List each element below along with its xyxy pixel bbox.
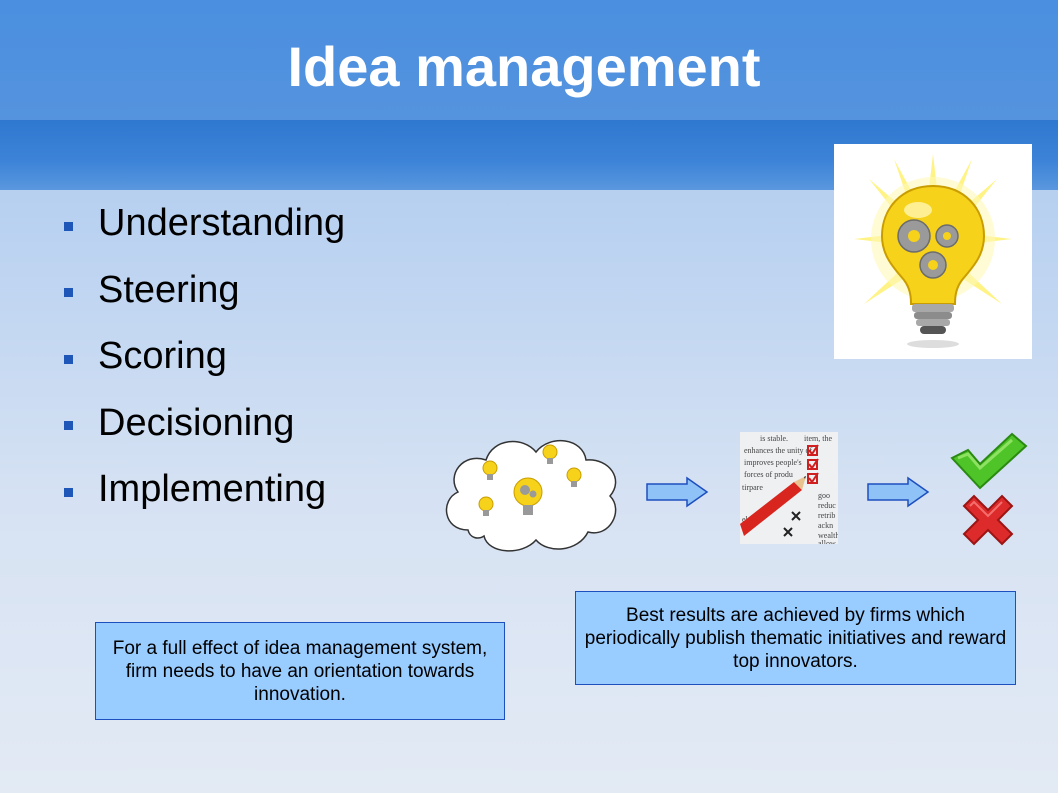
checklist-snippet: retrib [818, 511, 835, 520]
idea-cloud [438, 430, 624, 561]
bullet-label: Steering [98, 268, 240, 311]
bullet-item: Decisioning [64, 390, 345, 457]
arrow-right-1 [645, 476, 709, 513]
bullet-marker-icon [64, 354, 73, 364]
header-top-band [0, 0, 1058, 120]
checklist-snippet: forces of produ [744, 470, 793, 479]
bullet-marker-icon [64, 288, 73, 298]
bullet-item: Understanding [64, 190, 345, 257]
arrow-right-2 [866, 476, 930, 513]
arrow-right-icon [646, 476, 709, 508]
bullet-item: Implementing [64, 456, 345, 523]
checklist-snippet: allow [818, 539, 836, 544]
checklist-snippet: improves people's [744, 458, 802, 467]
cross-icon [962, 494, 1014, 546]
checklist-image: is stable. item, the enhances the unity … [740, 432, 838, 544]
checklist-snippet: reduc [818, 501, 836, 510]
note-text: For a full effect of idea management sys… [112, 637, 488, 705]
bullet-marker-icon [64, 221, 73, 231]
note-box-best-results: Best results are achieved by firms which… [575, 591, 1016, 685]
bullet-list: Understanding Steering Scoring Decisioni… [64, 190, 345, 523]
bullet-label: Decisioning [98, 401, 295, 444]
bullet-marker-icon [64, 487, 73, 497]
bullet-item: Scoring [64, 323, 345, 390]
lightbulb-image [834, 144, 1032, 359]
arrow-right-icon [867, 476, 930, 508]
checklist-icon: is stable. item, the enhances the unity … [740, 432, 838, 544]
idea-cloud-icon [445, 439, 617, 552]
checklist-snippet: enhances the unity of [744, 446, 813, 455]
bullet-marker-icon [64, 421, 73, 431]
checklist-snippet: goo [818, 491, 830, 500]
note-text: Best results are achieved by firms which… [584, 604, 1007, 672]
note-box-innovation-orientation: For a full effect of idea management sys… [95, 622, 505, 720]
bullet-label: Scoring [98, 335, 227, 378]
checklist-snippet: tirpare [742, 483, 763, 492]
bullet-item: Steering [64, 257, 345, 324]
checklist-snippet: item, the [804, 434, 832, 443]
checklist-snippet: wealth [818, 531, 838, 540]
check-icon [950, 432, 1028, 490]
lightbulb-gears-icon [854, 154, 1012, 348]
checklist-snippet: is stable. [760, 434, 788, 443]
slide-title: Idea management [287, 35, 761, 98]
bullet-label: Understanding [98, 202, 346, 245]
bullet-label: Implementing [98, 468, 327, 511]
checklist-snippet: ackn [818, 521, 833, 530]
